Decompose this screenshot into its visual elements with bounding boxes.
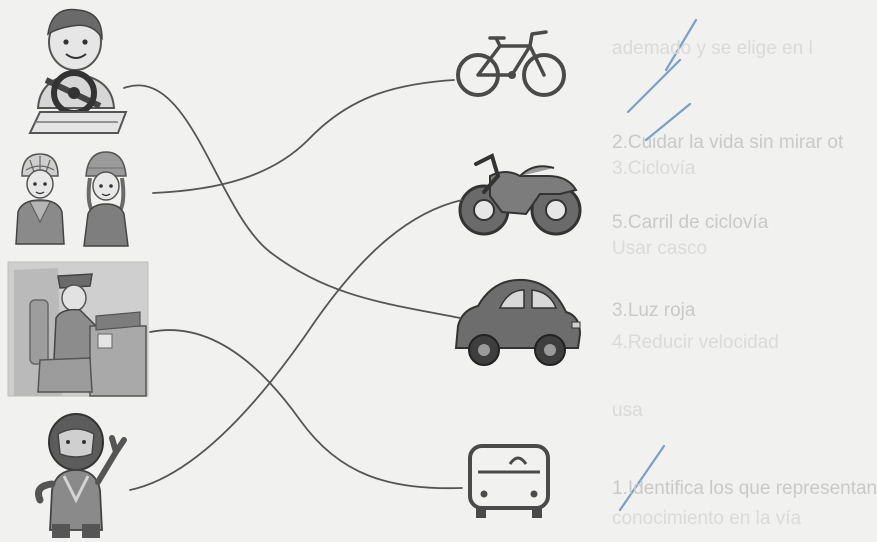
bleed-through-text: 3.Ciclovía [612, 158, 696, 179]
bicycle-icon [456, 30, 566, 97]
match-line-motorcyclist-motorcycle [129, 199, 463, 491]
match-line-cyclists-bicycle [152, 79, 455, 194]
car-icon [454, 278, 582, 366]
bleed-through-text: 2.Cuidar la vida sin mirar ot [612, 132, 844, 153]
bus-driver-icon [7, 261, 149, 397]
bleed-through-text: ademado y se elige en l [612, 38, 813, 59]
bleed-through-text: 5.Carril de ciclovía [612, 212, 769, 233]
match-line-bus-driver-bus [149, 329, 463, 490]
driver-icon [28, 8, 128, 134]
matching-worksheet [7, 8, 698, 538]
check-mark [618, 444, 666, 512]
motorcycle-icon [458, 153, 582, 236]
check-mark [644, 102, 692, 142]
match-lines [123, 79, 463, 491]
bleed-through-text: Usar casco [612, 238, 708, 259]
bleed-through-text: usa [612, 400, 643, 421]
check-mark [664, 18, 698, 72]
bleed-through-text: 4.Reducir velocidad [612, 332, 779, 353]
bleed-through-text: 3.Luz roja [612, 300, 696, 321]
cyclists-icon [15, 151, 129, 247]
motorcyclist-icon [35, 413, 127, 538]
bleed-through-text: conocimiento en la vía [612, 508, 802, 529]
match-line-driver-car [123, 84, 461, 319]
bus-icon [468, 444, 550, 518]
check-mark [626, 58, 682, 114]
bleed-through-text: 1.Identifica los que representan [612, 478, 877, 499]
check-marks [618, 18, 698, 512]
